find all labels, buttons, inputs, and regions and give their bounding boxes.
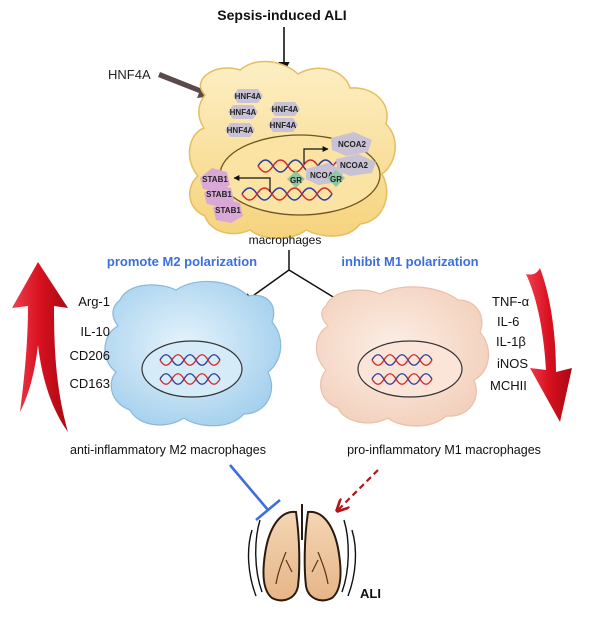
m1-dna [371, 354, 433, 385]
left-lung [262, 510, 301, 602]
m1-marker: IL-6 [497, 314, 519, 329]
hnf4a-protein: HNF4A [228, 105, 258, 119]
m2-cell-label: anti-inflammatory M2 macrophages [70, 443, 266, 457]
hnf4a-label: HNF4A [108, 67, 151, 82]
m2-macrophage-cell [104, 280, 282, 427]
lung-vibration-right [341, 519, 357, 597]
hnf4a-arrow [158, 72, 214, 98]
lung-vibration-left [247, 519, 263, 597]
svg-text:HNF4A: HNF4A [272, 105, 299, 114]
m1-marker: MCHII [490, 378, 527, 393]
gr-protein: GR [327, 170, 345, 187]
ncoa2-protein: NCOA2 [336, 154, 376, 176]
m2-marker: CD163 [70, 376, 110, 391]
hnf4a-protein: HNF4A [270, 102, 300, 116]
m1-marker-list: TNF-α IL-6 IL-1β iNOS MCHII [490, 294, 530, 393]
svg-text:GR: GR [290, 176, 302, 185]
right-lung [303, 510, 342, 602]
hnf4a-protein: HNF4A [225, 123, 255, 137]
m1-macrophage-cell [315, 286, 490, 427]
svg-text:STAB1: STAB1 [206, 190, 232, 199]
svg-text:STAB1: STAB1 [202, 175, 228, 184]
m2-marker: CD206 [70, 348, 110, 363]
m2-marker: IL-10 [80, 324, 110, 339]
svg-text:STAB1: STAB1 [215, 206, 241, 215]
hnf4a-proteins: HNF4A HNF4A HNF4A HNF4A HNF4A [225, 89, 300, 137]
transcription-arrow-ncoa2 [303, 146, 329, 164]
stab1-proteins: STAB1 STAB1 STAB1 [200, 168, 243, 223]
svg-text:NCOA2: NCOA2 [340, 161, 369, 170]
m1-marker: iNOS [497, 356, 528, 371]
svg-text:HNF4A: HNF4A [235, 92, 262, 101]
svg-text:NCOA2: NCOA2 [310, 171, 339, 180]
m1-cell-nucleus [357, 340, 463, 398]
dna-helix-lower [241, 187, 333, 201]
title: Sepsis-induced ALI [217, 7, 346, 23]
m1-arm-label: inhibit M1 polarization [341, 254, 478, 269]
svg-text:NCOA2: NCOA2 [338, 140, 367, 149]
hnf4a-protein: HNF4A [233, 89, 263, 103]
stab1-protein: STAB1 [213, 199, 243, 223]
svg-text:HNF4A: HNF4A [230, 108, 257, 117]
m2-dna [159, 354, 221, 385]
outcome-label: ALI [360, 586, 381, 601]
m2-inhibition-arrow [229, 464, 281, 521]
gr-proteins: GR GR [287, 170, 345, 188]
down-arrow [526, 268, 572, 422]
up-arrow [12, 262, 68, 432]
ncoa2-proteins: NCOA2 NCOA2 NCOA2 [306, 132, 376, 185]
top-dna [233, 146, 349, 201]
hnf4a-protein: HNF4A [268, 118, 298, 132]
svg-text:HNF4A: HNF4A [270, 121, 297, 130]
transcription-arrow-stab1 [233, 175, 271, 192]
m2-cell-nucleus [141, 340, 243, 398]
m1-cell-label: pro-inflammatory M1 macrophages [347, 443, 541, 457]
macrophage-label: macrophages [249, 233, 322, 247]
m2-arm-label: promote M2 polarization [107, 254, 257, 269]
svg-text:HNF4A: HNF4A [227, 126, 254, 135]
m1-promotion-arrow [338, 469, 379, 510]
lungs-icon [247, 504, 357, 602]
m2-marker: Arg-1 [78, 294, 110, 309]
gr-protein: GR [287, 171, 305, 188]
m1-marker: IL-1β [496, 334, 526, 349]
m1-marker: TNF-α [492, 294, 530, 309]
svg-text:GR: GR [330, 175, 342, 184]
m2-marker-list: Arg-1 IL-10 CD206 CD163 [70, 294, 110, 391]
ncoa2-protein: NCOA2 [331, 132, 372, 156]
